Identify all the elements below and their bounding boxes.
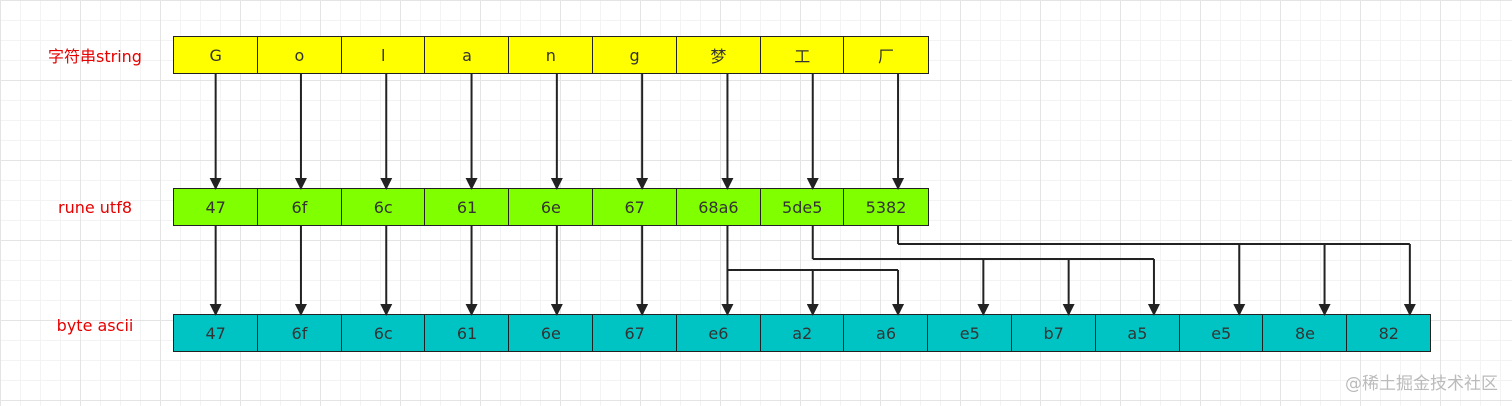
string-cell: G xyxy=(173,36,259,74)
rune-cell: 47 xyxy=(173,188,259,226)
rune-cell: 68a6 xyxy=(675,188,762,226)
rune-bus-line xyxy=(726,226,899,271)
string-cell: a xyxy=(424,36,510,74)
byte-cell: 6c xyxy=(340,314,426,352)
byte-cell: 82 xyxy=(1346,314,1432,352)
rune-cell: 67 xyxy=(591,188,678,226)
string-cell: 梦 xyxy=(675,36,762,74)
rune-bus-line xyxy=(811,226,1154,260)
byte-cell: e5 xyxy=(1178,314,1264,352)
byte-cell: 67 xyxy=(591,314,678,352)
string-cell: 工 xyxy=(759,36,845,74)
byte-cell: b7 xyxy=(1010,314,1097,352)
string-cell: l xyxy=(340,36,426,74)
rune-cell: 6c xyxy=(340,188,426,226)
string-cell: g xyxy=(591,36,678,74)
label-rune: rune utf8 xyxy=(57,198,132,217)
string-cell: n xyxy=(508,36,594,74)
byte-cell: 6f xyxy=(256,314,343,352)
label-byte: byte ascii xyxy=(56,316,134,335)
string-row: G o l a n g 梦 工 厂 xyxy=(173,36,929,74)
watermark: @稀土掘金技术社区 xyxy=(1345,374,1498,394)
byte-cell: a6 xyxy=(843,314,929,352)
byte-cell: a5 xyxy=(1094,314,1181,352)
byte-cell: 61 xyxy=(424,314,510,352)
byte-cell: 47 xyxy=(173,314,259,352)
rune-bus-line xyxy=(897,226,1410,245)
rune-cell: 61 xyxy=(424,188,510,226)
rune-cell: 5382 xyxy=(843,188,929,226)
string-cell: 厂 xyxy=(843,36,929,74)
rune-row: 47 6f 6c 61 6e 67 68a6 5de5 5382 xyxy=(173,188,929,226)
byte-cell: e5 xyxy=(927,314,1013,352)
byte-cell: 8e xyxy=(1262,314,1348,352)
byte-cell: e6 xyxy=(675,314,762,352)
rune-cell: 5de5 xyxy=(759,188,845,226)
string-cell: o xyxy=(256,36,343,74)
label-string: 字符串string xyxy=(48,47,142,66)
byte-row: 47 6f 6c 61 6e 67 e6 a2 a6 e5 b7 a5 e5 8… xyxy=(173,314,1432,352)
byte-cell: 6e xyxy=(508,314,594,352)
rune-cell: 6e xyxy=(508,188,594,226)
rune-cell: 6f xyxy=(256,188,343,226)
byte-cell: a2 xyxy=(759,314,845,352)
